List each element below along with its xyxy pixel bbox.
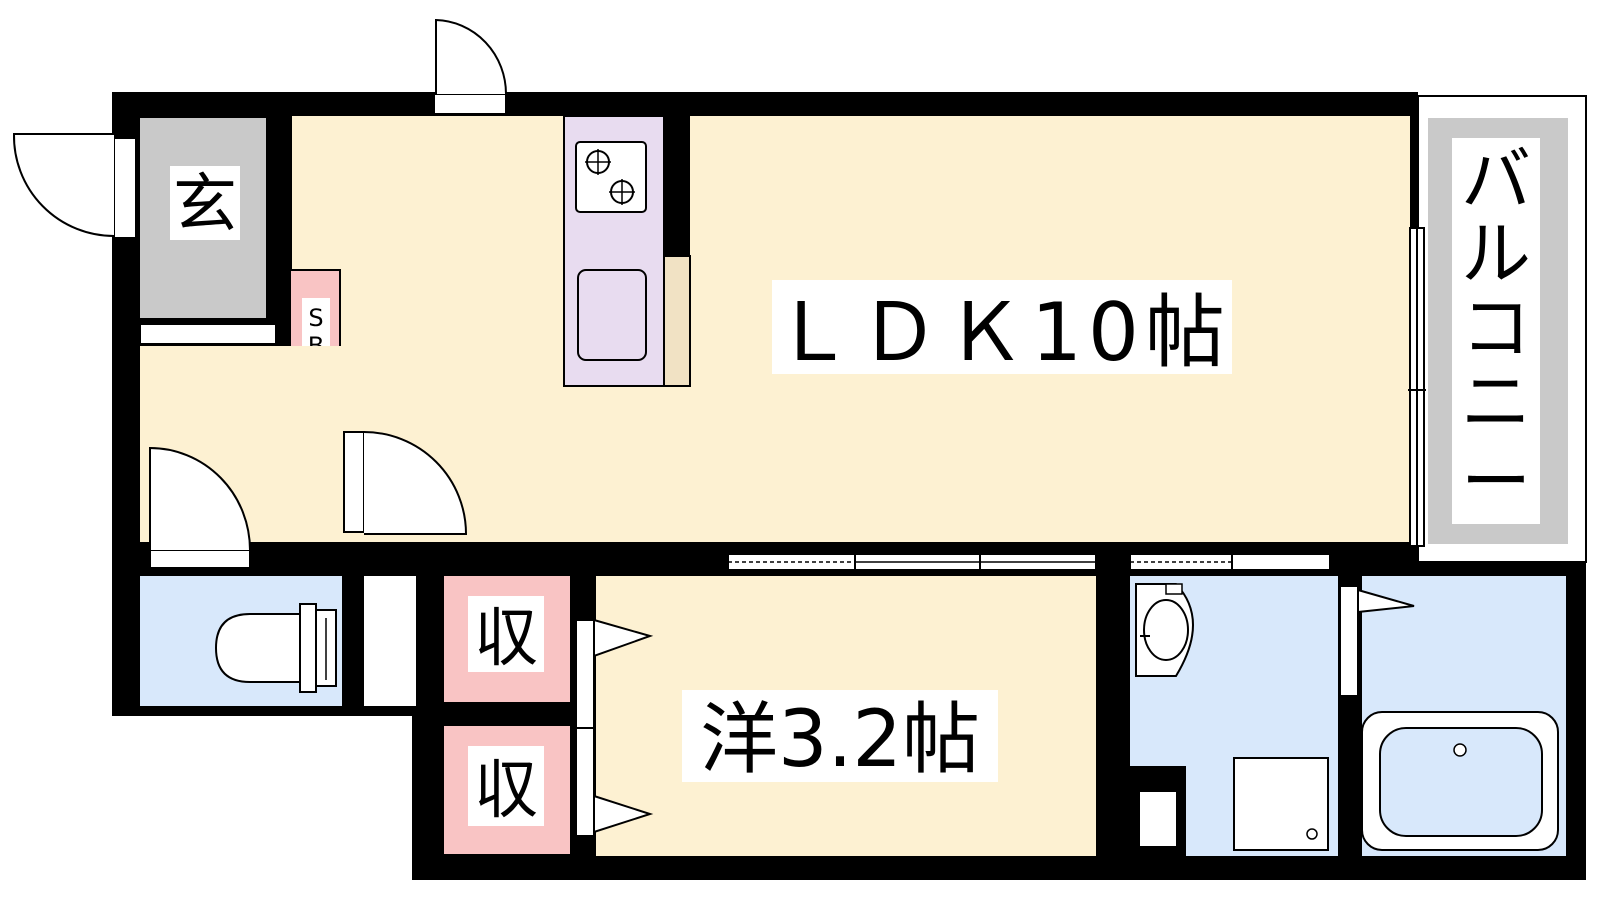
cooktop bbox=[575, 141, 647, 213]
bathroom bbox=[1339, 576, 1566, 856]
bathroom-door bbox=[1339, 585, 1415, 697]
shoe-box-label-s: S bbox=[308, 304, 323, 332]
toilet-room bbox=[140, 576, 342, 706]
ldk-label: ＬＤＫ10帖 bbox=[773, 286, 1231, 379]
washroom-corner-inner bbox=[1140, 792, 1176, 846]
balcony-label-char-4: ニ bbox=[1461, 361, 1531, 443]
balcony: バ ル コ ニ ー bbox=[1417, 95, 1587, 563]
pipe-space bbox=[364, 576, 416, 706]
washing-machine-pan bbox=[1233, 757, 1329, 851]
kitchen bbox=[563, 115, 691, 387]
top-door bbox=[433, 18, 507, 115]
closet-doors bbox=[575, 618, 654, 837]
toilet-door bbox=[149, 446, 251, 569]
western-room-sliding-doors bbox=[727, 553, 1097, 571]
storage-upper: 収 bbox=[444, 576, 570, 702]
storage-lower-label-bg bbox=[468, 746, 544, 826]
ldk-label-bg bbox=[772, 280, 1232, 374]
storage-lower: 収 bbox=[444, 726, 570, 854]
balcony-label-char-5: ー bbox=[1461, 441, 1531, 523]
kitchen-partition-wall bbox=[664, 116, 690, 256]
storage-upper-label-bg bbox=[468, 596, 544, 672]
burner-icon bbox=[585, 149, 635, 205]
storage-lower-label: 収 bbox=[474, 754, 538, 828]
entrance-step bbox=[139, 323, 277, 345]
entrance: 玄 bbox=[12, 118, 277, 345]
storage-upper-label: 収 bbox=[474, 602, 538, 676]
entrance-label: 玄 bbox=[173, 168, 237, 242]
wash-basin-icon bbox=[1135, 583, 1194, 677]
balcony-label-bg bbox=[1452, 138, 1540, 524]
western-room-label: 洋3.2帖 bbox=[700, 695, 980, 785]
western-room: 洋3.2帖 bbox=[575, 576, 1096, 856]
balcony-label-char-1: バ bbox=[1461, 139, 1531, 221]
western-room-label-bg bbox=[682, 690, 998, 782]
kitchen-side-counter bbox=[663, 255, 691, 387]
bathtub-icon bbox=[1361, 711, 1559, 851]
balcony-sliding-window bbox=[1408, 227, 1426, 547]
entrance-label-bg bbox=[170, 166, 240, 240]
washroom-sliding-door bbox=[1129, 553, 1331, 571]
washroom bbox=[1130, 576, 1338, 856]
balcony-label-char-3: コ bbox=[1461, 287, 1531, 369]
kitchen-sink bbox=[577, 269, 647, 361]
hallway bbox=[140, 346, 468, 569]
front-door bbox=[12, 133, 137, 239]
washing-machine-drain bbox=[1306, 828, 1318, 840]
balcony-label-char-2: ル bbox=[1461, 213, 1531, 295]
toilet-icon bbox=[214, 603, 337, 693]
ldk-door bbox=[343, 431, 468, 535]
